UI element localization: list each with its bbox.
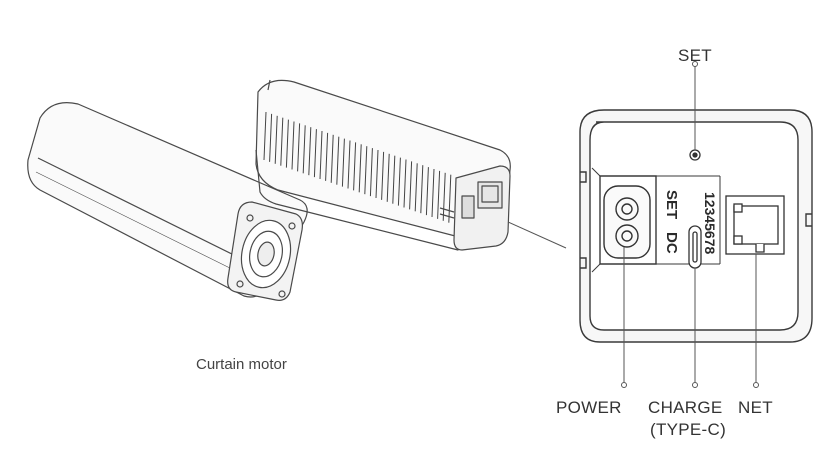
grille-slat [302,125,306,174]
label-charge-type: (TYPE-C) [650,420,727,439]
grille-slat [269,113,273,162]
callout-leader-line [507,221,567,249]
grille-slat [325,132,329,181]
type-c-port [688,225,702,269]
figure-caption: Curtain motor [196,356,287,373]
grille-slat [431,168,435,218]
grille-slat [414,163,418,212]
grille-slat [397,157,401,206]
grille-slat [274,115,278,164]
grille-slat [341,138,345,187]
label-set: SET [678,46,712,65]
net-port [725,195,785,255]
grille-slat [369,148,373,197]
panel-dc-text: DC [663,232,680,254]
grille-slat [437,170,441,219]
grille-slat [386,153,390,202]
grille-slat [347,140,351,189]
grille-slat [353,142,357,191]
grille-slat [285,119,289,168]
label-leader-lines [621,61,759,388]
grille-slat [448,174,452,223]
grille-slat [420,165,424,214]
power-socket [603,185,651,259]
grille-slat [263,111,267,161]
grille-slat [313,129,317,178]
grille-slat [442,172,446,221]
grille-slat [364,146,368,195]
grille-slat [381,151,385,200]
panel-set-text: SET [663,190,680,219]
grille-slat [392,155,396,204]
grille-slat [291,121,295,170]
grille-slat [336,136,340,185]
label-charge: CHARGE [648,398,723,417]
panel-serial-number: 12345678 [702,192,718,255]
label-net: NET [738,398,773,417]
curtain-motor-rear-view [255,79,511,251]
grille-slat [409,161,413,210]
grille-slat [330,134,334,183]
grille-slat [403,159,407,208]
grille-slat [280,117,284,166]
grille-slat [425,167,429,216]
label-power: POWER [556,398,622,417]
grille-slat [358,144,362,193]
grille-slat [375,149,379,199]
grille-slat [319,130,323,180]
grille-slat [308,127,312,176]
curtain-motor-left-view [27,102,308,301]
grille-slat [297,123,301,172]
